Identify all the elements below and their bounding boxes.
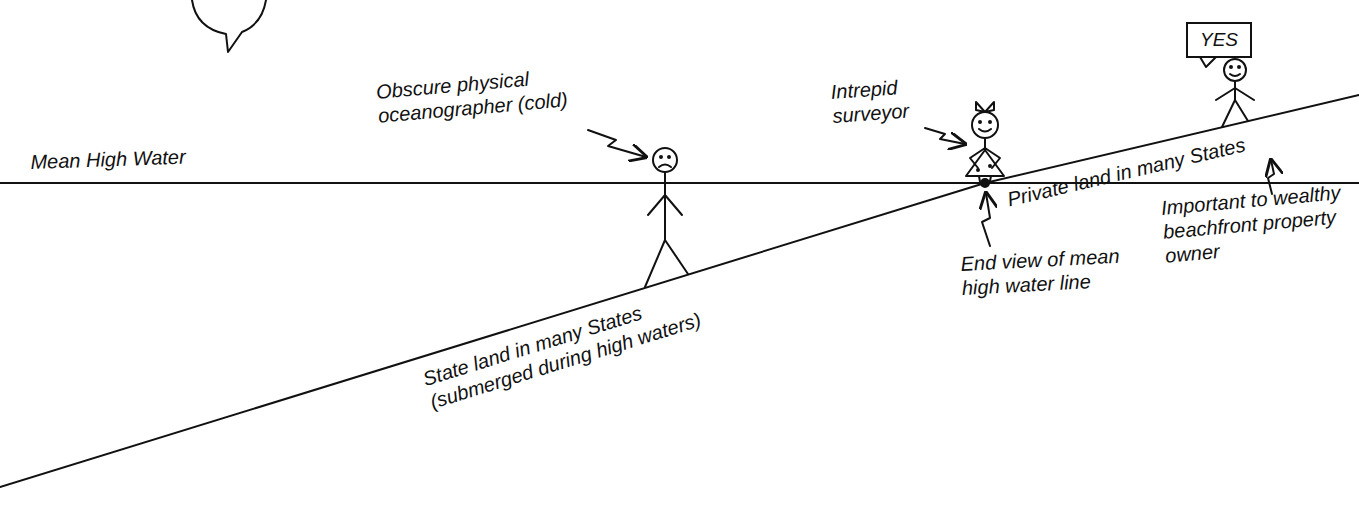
mean-high-water-line — [0, 182, 1359, 184]
annotation-text: Obscure physical oceanographer (cold) — [375, 61, 593, 128]
speech-bubble-fragment — [192, 0, 266, 52]
beach-profile — [0, 95, 1359, 487]
speech-bubble-tail — [1200, 57, 1216, 67]
surveyor-figure — [966, 102, 1004, 182]
property-owner-figure — [1216, 59, 1254, 127]
mean-high-water-end-dot — [981, 179, 989, 187]
leader-arrow — [588, 130, 646, 157]
oceanographer-figure — [645, 148, 688, 287]
annotation-text: Important to wealthy beachfront property… — [1160, 179, 1356, 267]
speech-bubble: YES — [1186, 22, 1252, 58]
leader-arrow — [925, 128, 965, 144]
bubble-text: YES — [1200, 29, 1238, 50]
annotation-text: Intrepid surveyor — [830, 73, 938, 128]
annotation-text: End view of mean high water line — [960, 243, 1137, 300]
annotation-text: Mean High Water — [30, 142, 271, 174]
leader-arrow — [982, 193, 990, 246]
